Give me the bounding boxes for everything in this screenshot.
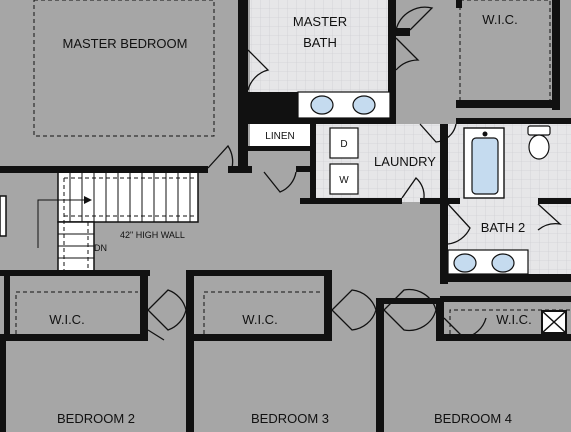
doors: [147, 6, 563, 341]
laundry-label: LAUNDRY: [374, 154, 436, 169]
washer-icon: [329, 163, 359, 195]
linen-closet: [250, 124, 310, 146]
linen-label: LINEN: [265, 131, 294, 142]
high-wall-label: 42" HIGH WALL: [120, 230, 185, 240]
stairs-down-label: DN: [94, 243, 107, 253]
wic-bedroom4-shelf: [449, 309, 570, 334]
wic-bedroom3-label: W.I.C.: [242, 312, 277, 327]
bathtub-icon: [463, 127, 505, 199]
bath2-vanity: [447, 249, 529, 275]
sink-icon: [453, 253, 477, 273]
master-bedroom-label: MASTER BEDROOM: [63, 36, 188, 51]
wic-master-label: W.I.C.: [482, 12, 517, 27]
master-bath-label-line1: MASTER: [293, 14, 347, 29]
bedroom2-label: BEDROOM 2: [57, 411, 135, 426]
stairs: [0, 171, 200, 275]
master-bath-label-line2: BATH: [303, 35, 337, 50]
master-bath-floor: [250, 0, 390, 92]
wic-bedroom3-shelf: [203, 291, 322, 334]
bedroom3-label: BEDROOM 3: [251, 411, 329, 426]
stair-arrow: [37, 199, 88, 248]
toilet-icon: [527, 125, 551, 160]
wic-bedroom2-label: W.I.C.: [49, 312, 84, 327]
dryer-icon: [329, 127, 359, 159]
sink-icon: [491, 253, 515, 273]
wic-master-floor: [396, 0, 556, 100]
dryer-label: D: [340, 139, 347, 150]
sink-icon: [310, 95, 334, 115]
wic-bedroom4-label: W.I.C.: [496, 312, 531, 327]
sink-icon: [352, 95, 376, 115]
bath2-label: BATH 2: [481, 220, 526, 235]
washer-label: W: [339, 175, 349, 186]
bedroom4-label: BEDROOM 4: [434, 411, 512, 426]
tray-ceiling-outline: [33, 0, 215, 137]
attic-access-icon: [541, 310, 567, 334]
master-bath-vanity: [297, 91, 391, 119]
tiled-floors: [250, 0, 571, 274]
wic-bedroom2-shelf: [15, 291, 138, 334]
